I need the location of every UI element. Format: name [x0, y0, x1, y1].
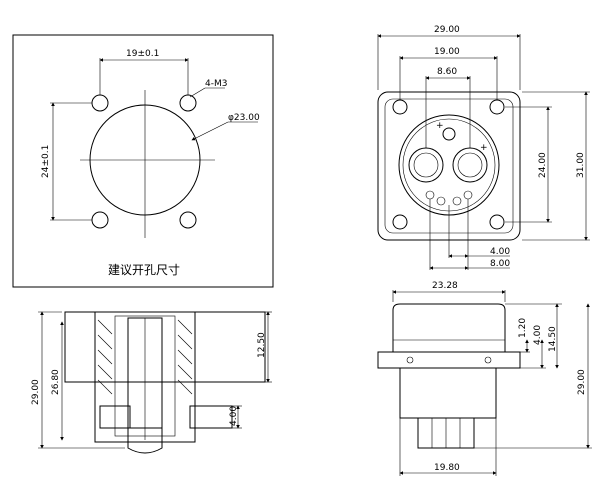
dim-width: 29.00	[434, 25, 460, 35]
screw-hole	[179, 211, 197, 229]
screw-hole	[179, 94, 197, 112]
dim-total-height: 29.00	[31, 379, 41, 405]
mount-hole	[489, 99, 505, 115]
signal-pin	[442, 127, 456, 141]
cutout-view: 19±0.1 24±0.1 4-M3 φ23.00 建议开孔尺寸	[12, 34, 274, 288]
mount-hole	[392, 99, 408, 115]
dim-upper-height: 14.50	[548, 326, 558, 352]
dim-flange-4: 4.00	[533, 325, 543, 345]
screw-hole	[91, 94, 109, 112]
side-flange	[377, 351, 521, 369]
svg-text:+: +	[480, 143, 488, 153]
dim-hole-spacing-v: 24±0.1	[41, 145, 51, 178]
dim-pin-spacing: 8.60	[437, 67, 457, 77]
dim-bottom-width: 19.80	[434, 463, 460, 473]
mount-hole	[489, 214, 505, 230]
screw-hole	[91, 211, 109, 229]
dim-height: 31.00	[576, 152, 586, 178]
cutout-caption: 建议开孔尺寸	[108, 263, 180, 277]
front-view: + + 29.00 19.00 8.60 24.00 31.00 4.00	[377, 25, 590, 270]
dim-hole-spacing-h: 19±0.1	[126, 49, 159, 59]
dim-small-4: 4.00	[490, 247, 510, 257]
side-view: 23.28 1.20 4.00 14.50 29.00 19.80	[377, 281, 592, 476]
cutout-frame	[12, 34, 274, 288]
dim-body-height: 26.80	[51, 369, 61, 395]
dim-hole-v-spacing: 24.00	[538, 152, 548, 178]
cutout-main-hole	[89, 104, 201, 216]
dim-small-8: 8.00	[490, 259, 510, 269]
dim-hole-diameter: φ23.00	[228, 113, 260, 123]
dim-holes: 4-M3	[205, 79, 227, 89]
dim-upper: 12.50	[257, 332, 267, 358]
mount-hole	[392, 214, 408, 230]
dim-tab: 4.00	[229, 406, 239, 426]
svg-text:+: +	[436, 121, 444, 131]
side-top-body	[392, 303, 506, 353]
section-view: 29.00 26.80 12.50 4.00	[31, 311, 272, 454]
dim-side-total-height: 29.00	[577, 369, 587, 395]
dim-flange-thk: 1.20	[518, 318, 528, 338]
dim-top-width: 23.28	[432, 281, 458, 291]
dim-hole-spacing: 19.00	[434, 47, 460, 57]
